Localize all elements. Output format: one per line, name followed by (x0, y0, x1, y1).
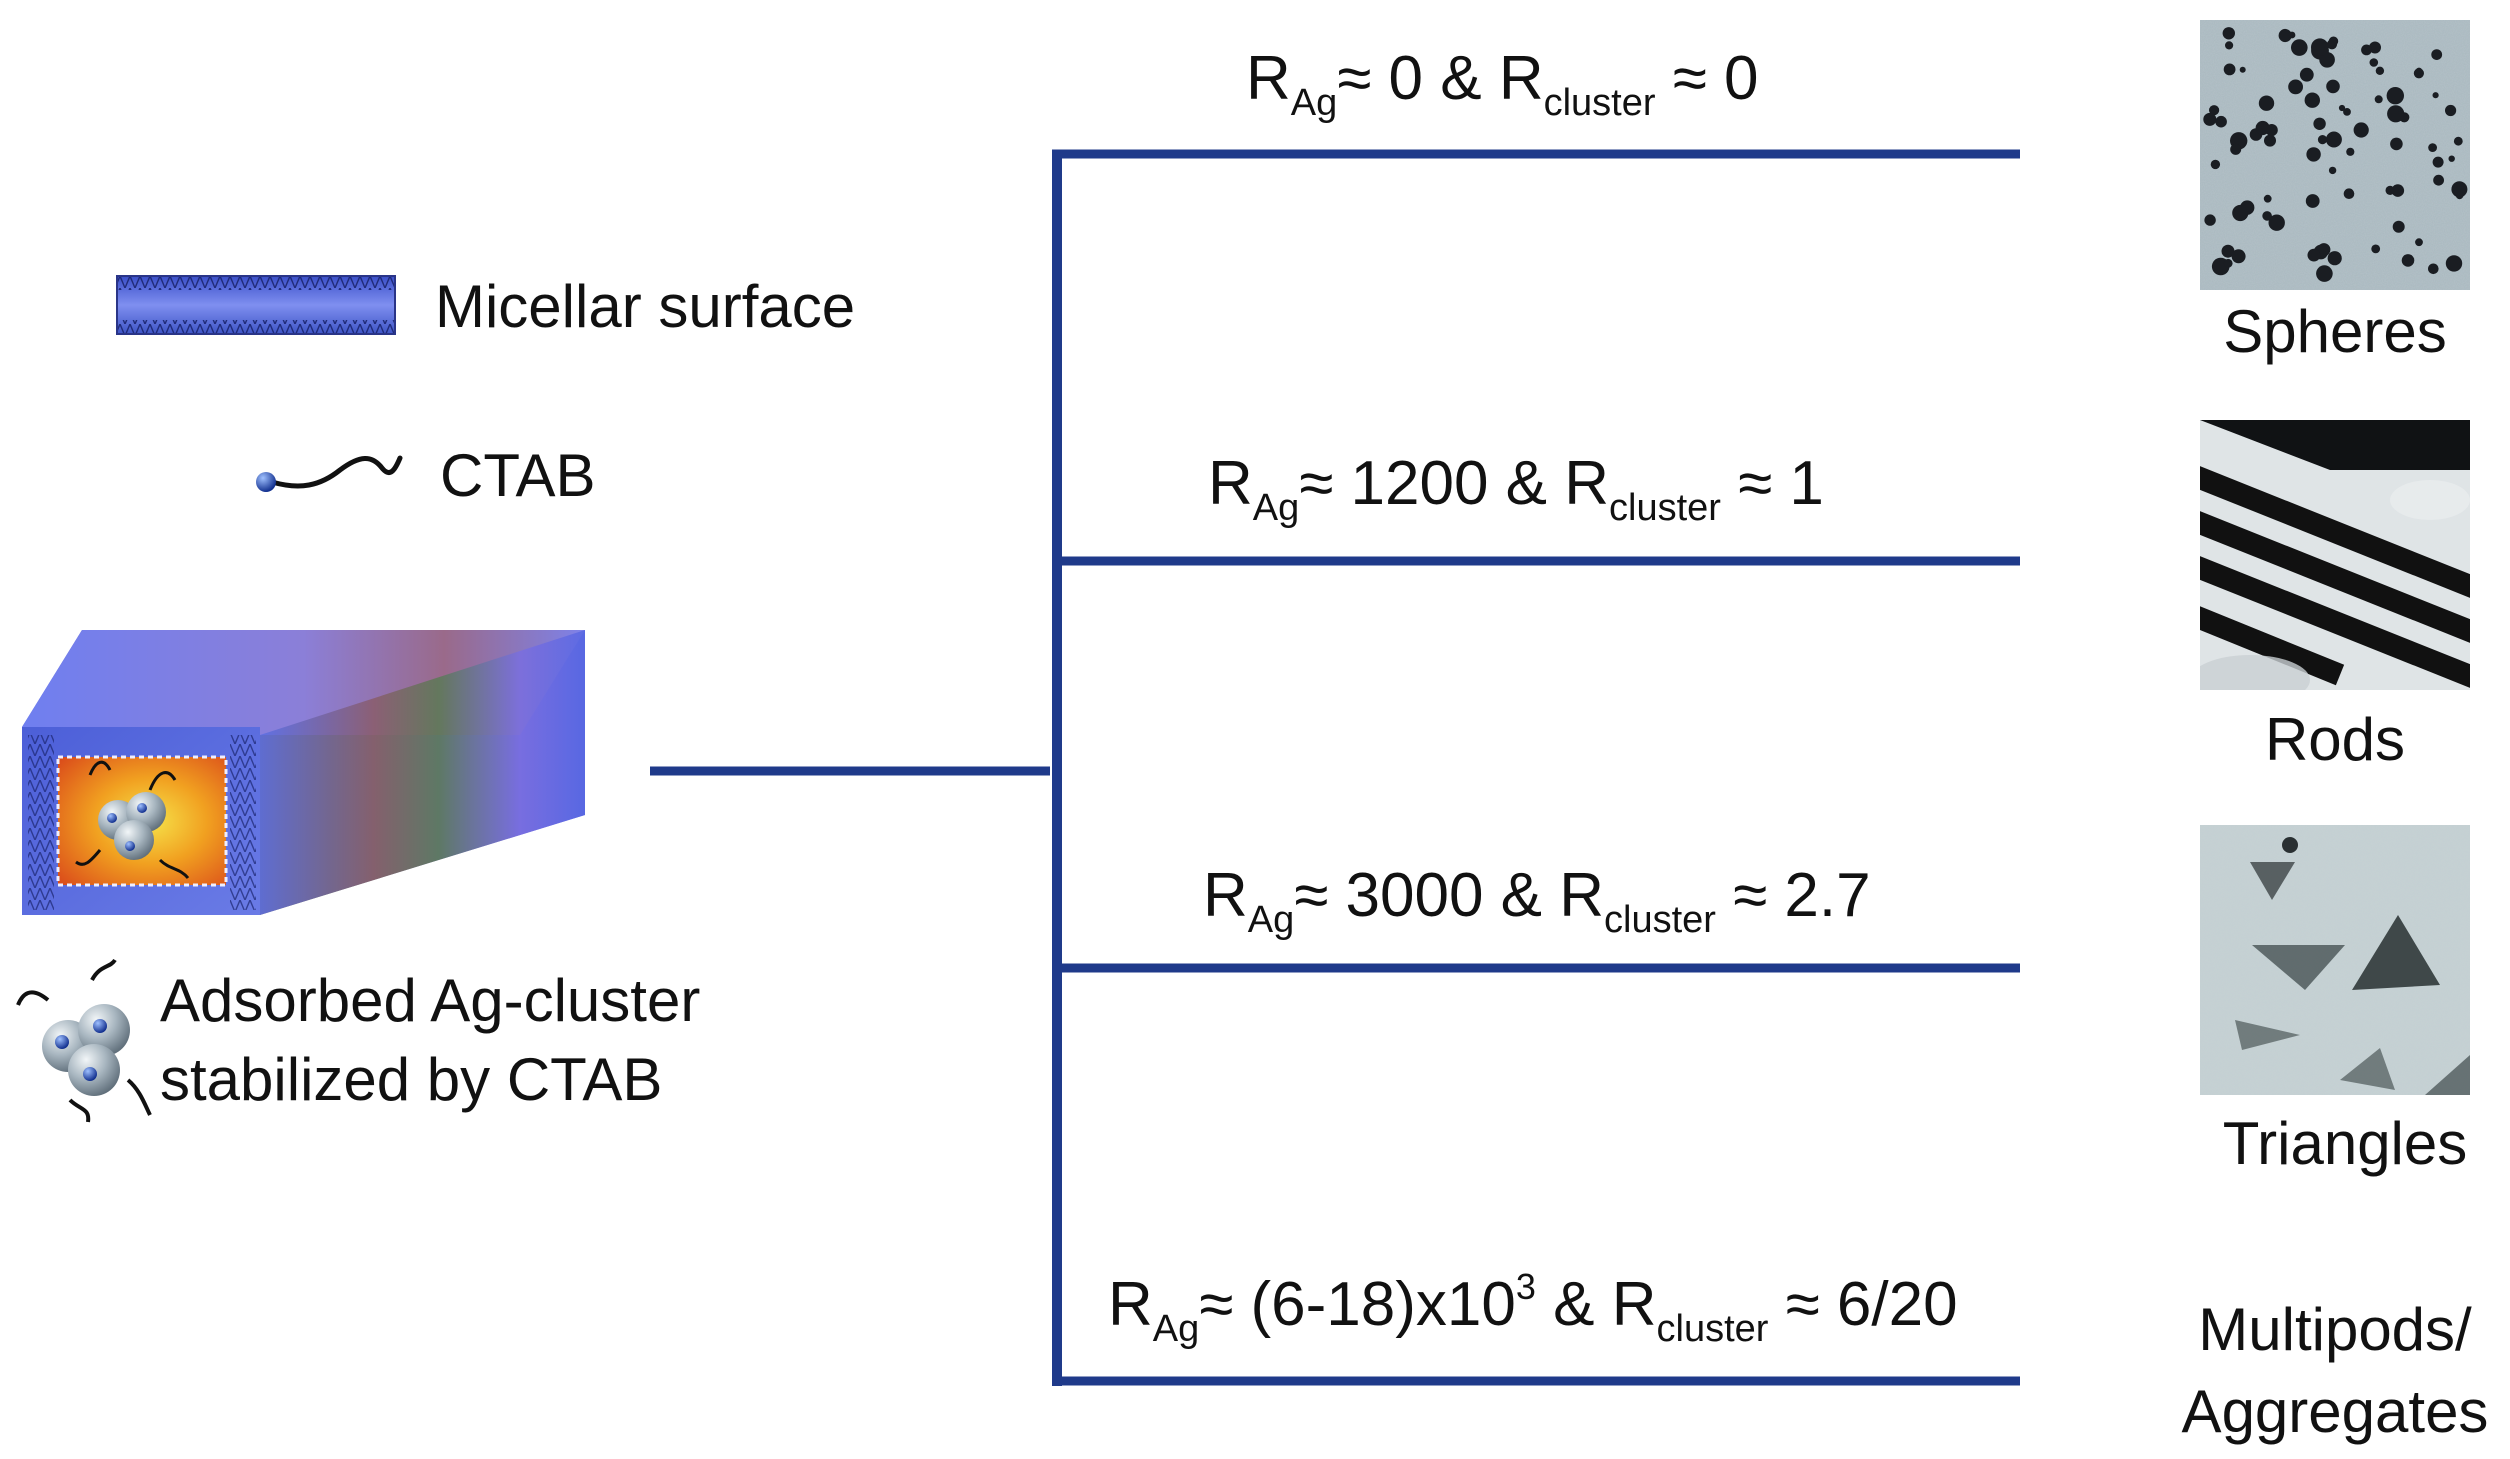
particle-dot (2361, 44, 2372, 56)
particle-dot (2204, 214, 2216, 226)
particle-dot (2428, 143, 2438, 153)
particle-dot (2278, 28, 2292, 43)
condition-rods: RAg≈ 1200 & Rcluster ≈ 1 (1208, 449, 1824, 529)
particle-dot (2327, 251, 2342, 266)
triangles-micrograph (2200, 825, 2470, 1095)
particle-dot (2390, 137, 2403, 151)
particle-dot (2374, 95, 2383, 104)
particle-dot (2223, 258, 2233, 268)
shape-label-spheres: Spheres (2223, 298, 2447, 365)
particle-dot (2299, 67, 2314, 82)
particle-dot (2428, 263, 2439, 275)
particle-dot (2306, 147, 2321, 162)
particle-dot (2369, 58, 2379, 67)
ctab-label: CTAB (440, 442, 596, 509)
particle-dot (2432, 92, 2439, 99)
ag-cluster-label-line1: Adsorbed Ag-cluster (160, 967, 701, 1034)
particle-dot (2326, 79, 2340, 94)
tree-connector (650, 149, 2020, 1386)
particle-dot (2261, 123, 2268, 131)
shape-label-multipods-line2: Aggregates (2181, 1378, 2489, 1445)
particle-dot (2455, 191, 2464, 200)
particle-dot (2265, 124, 2278, 137)
particle-dot (2392, 220, 2405, 233)
spheres-micrograph (2200, 20, 2470, 290)
particle-dot (2268, 214, 2285, 231)
particle-dot (2401, 254, 2415, 267)
particle-dot (2386, 87, 2404, 105)
particle-dot (2225, 41, 2234, 50)
particle-dot (2305, 194, 2320, 208)
particle-dot (2263, 194, 2272, 203)
micelle-box-icon (22, 630, 585, 915)
particle-dot (2210, 159, 2221, 170)
shape-label-multipods-line1: Multipods/ (2198, 1296, 2472, 1363)
rods-micrograph (2200, 420, 2470, 690)
particle-dot (2288, 79, 2304, 95)
particle-dot (2415, 238, 2423, 247)
ctab-molecule-icon (256, 455, 403, 492)
particle-dot (2262, 211, 2272, 221)
particle-dot (2222, 27, 2235, 40)
particle-dot (2338, 104, 2346, 112)
particle-dot (2209, 105, 2220, 116)
particle-dot (2326, 39, 2338, 50)
particle-dot (2346, 147, 2355, 156)
particle-dot (2328, 166, 2337, 175)
particle-dot (2451, 181, 2468, 198)
condition-triangles: RAg≈ 3000 & Rcluster ≈ 2.7 (1203, 861, 1871, 941)
condition-multipods: RAg≈ (6-18)x103 & Rcluster ≈ 6/20 (1108, 1266, 1958, 1350)
particle-dot (2431, 49, 2443, 60)
particle-dot (2223, 63, 2236, 76)
particle-dot (2313, 117, 2326, 130)
particle-dot (2445, 104, 2457, 117)
shape-label-rods: Rods (2264, 706, 2406, 773)
ag-cluster-icon (16, 958, 152, 1123)
particle-dot (2258, 95, 2275, 111)
micellar-surface-label: Micellar surface (435, 273, 856, 340)
particle-dot (2375, 66, 2385, 76)
micellar-surface-icon (116, 275, 396, 335)
shape-label-triangles: Triangles (2222, 1110, 2468, 1177)
particle-dot (2433, 174, 2445, 186)
particle-dot (2453, 136, 2463, 146)
particle-dot (2264, 134, 2276, 147)
particle-dot (2307, 248, 2321, 262)
particle-dot (2239, 66, 2246, 73)
particle-dot (2432, 156, 2444, 168)
particle-dot (2448, 155, 2455, 162)
particle-dot (2231, 249, 2246, 264)
condition-spheres: RAg≈ 0 & Rcluster ≈ 0 (1246, 44, 1759, 124)
particle-dot (2232, 204, 2249, 222)
particle-dot (2311, 38, 2329, 56)
particle-dot (2316, 265, 2333, 282)
particle-dot (2343, 108, 2351, 116)
particle-dot (2304, 92, 2320, 108)
particle-dot (2413, 68, 2424, 79)
particle-dot (2221, 244, 2235, 258)
particle-dot (2343, 188, 2355, 199)
particle-dot (2353, 122, 2369, 138)
particle-dot (2385, 185, 2395, 195)
particle-dot (2317, 135, 2328, 145)
particle-dot (2391, 184, 2405, 197)
particle-dot (2288, 31, 2296, 39)
ag-cluster-label-line2: stabilized by CTAB (160, 1046, 663, 1113)
particle-dot (2445, 255, 2463, 272)
particle-dot (2319, 52, 2335, 68)
particle-dot (2230, 143, 2242, 155)
particle-dot (2325, 131, 2342, 148)
particle-dot (2387, 105, 2405, 123)
particle-dot (2371, 244, 2381, 254)
particle-dot (2291, 39, 2308, 56)
particle-dot (2215, 115, 2227, 128)
particle-dot (2203, 112, 2217, 126)
particle-dot (2369, 41, 2381, 54)
